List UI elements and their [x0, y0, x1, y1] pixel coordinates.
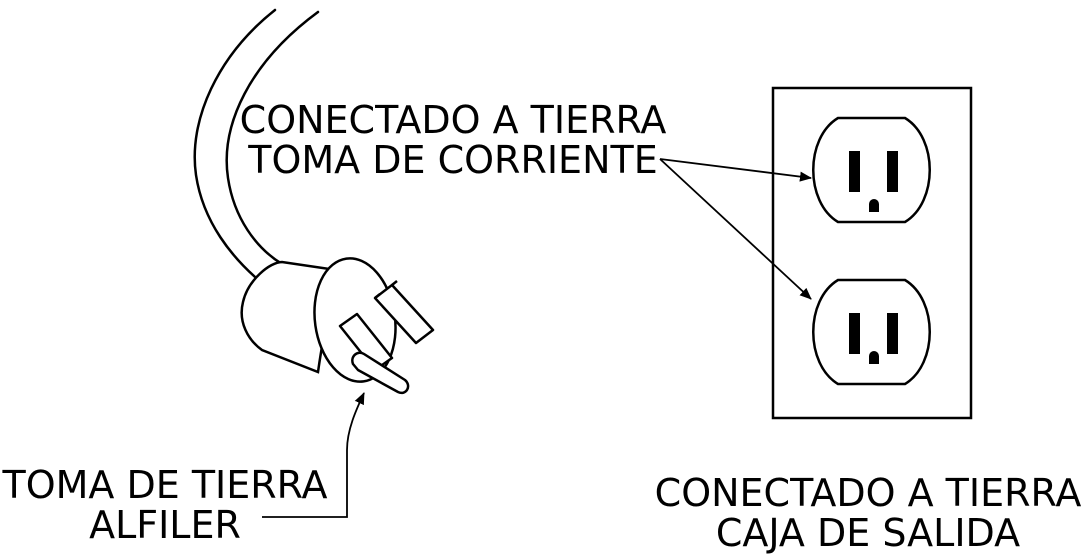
upper-prong — [373, 283, 435, 345]
outlet-box — [771, 86, 973, 420]
outlet-box-label-line1: CONECTADO A TIERRA — [654, 471, 1082, 515]
power-cord — [193, 8, 320, 285]
upper-receptacle — [812, 116, 931, 224]
ground-pin — [351, 351, 410, 395]
ground-pin-label-line1: TOMA DE TIERRA — [2, 463, 328, 507]
ground-pin-label: TOMA DE TIERRA ALFILER — [0, 465, 330, 545]
plug-prongs — [338, 280, 435, 395]
arrow-to-lower-receptacle — [659, 158, 812, 300]
outlet-box-label: CONECTADO A TIERRA CAJA DE SALIDA — [653, 473, 1083, 553]
receptacle-label-line2: TOMA DE CORRIENTE — [248, 138, 658, 182]
outlet-box-label-line2: CAJA DE SALIDA — [715, 511, 1021, 555]
lower-receptacle — [812, 278, 931, 386]
receptacle-label: CONECTADO A TIERRA TOMA DE CORRIENTE — [238, 100, 668, 180]
arrow-to-upper-receptacle — [659, 158, 812, 182]
arrow-to-ground-pin — [262, 392, 365, 518]
receptacle-label-line1: CONECTADO A TIERRA — [239, 98, 667, 142]
ground-pin-label-line2: ALFILER — [89, 503, 241, 547]
receptacle-slots — [849, 151, 898, 364]
leader-arrows — [262, 158, 812, 518]
